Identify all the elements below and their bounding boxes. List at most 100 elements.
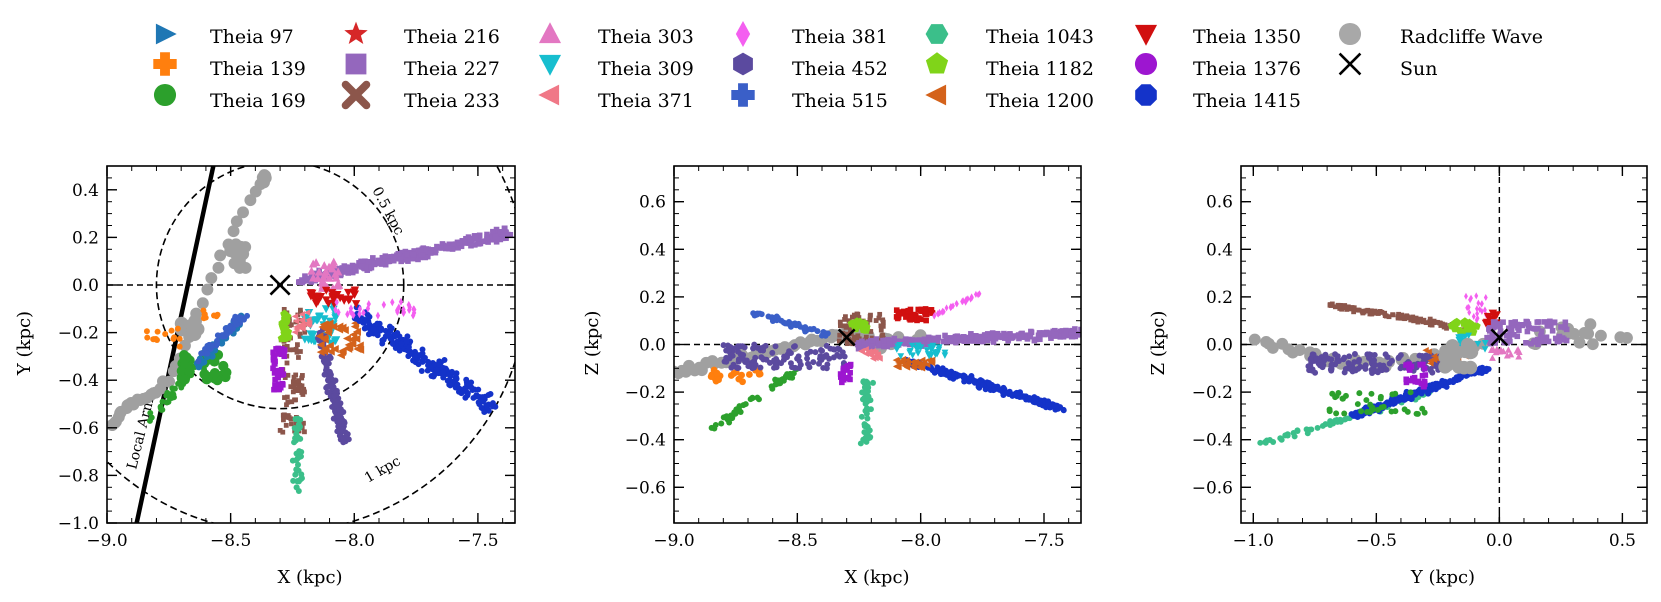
data-point bbox=[502, 229, 508, 235]
data-point bbox=[349, 266, 356, 273]
data-point bbox=[1038, 330, 1044, 336]
data-point bbox=[288, 384, 294, 390]
data-point bbox=[174, 325, 181, 332]
data-point bbox=[802, 324, 809, 331]
data-point bbox=[295, 342, 300, 348]
data-point bbox=[366, 313, 373, 320]
data-point bbox=[1427, 319, 1433, 325]
data-point bbox=[1582, 327, 1595, 340]
data-point bbox=[410, 255, 416, 262]
data-point bbox=[298, 311, 305, 318]
data-point bbox=[1328, 356, 1335, 363]
data-point bbox=[857, 342, 864, 349]
data-point bbox=[773, 313, 780, 320]
data-point bbox=[923, 361, 931, 368]
data-point bbox=[1072, 333, 1079, 340]
data-point bbox=[935, 344, 943, 351]
data-point bbox=[1490, 319, 1497, 325]
series-theia-139-xy-b bbox=[200, 307, 221, 322]
data-point bbox=[1383, 366, 1390, 373]
series-theia-371-xz bbox=[857, 346, 883, 362]
data-point bbox=[735, 358, 742, 365]
data-point bbox=[304, 336, 313, 345]
panel2-ytick-label: −0.2 bbox=[625, 383, 666, 403]
data-point bbox=[864, 398, 871, 405]
data-point bbox=[295, 421, 302, 428]
data-point bbox=[773, 364, 780, 371]
data-point bbox=[419, 346, 426, 353]
data-point bbox=[470, 394, 477, 401]
data-point bbox=[1284, 432, 1291, 439]
data-point bbox=[1489, 354, 1496, 361]
data-point bbox=[168, 327, 175, 334]
legend-marker-theia-371 bbox=[538, 84, 560, 106]
data-point bbox=[1078, 331, 1081, 337]
data-point bbox=[455, 245, 461, 251]
data-point bbox=[1499, 347, 1507, 355]
data-point bbox=[285, 372, 291, 378]
data-point bbox=[281, 314, 290, 323]
panel1-xlabel: X (kpc) bbox=[277, 567, 342, 588]
data-point bbox=[1037, 336, 1043, 343]
data-point bbox=[870, 349, 877, 356]
data-point bbox=[278, 367, 285, 373]
data-point bbox=[285, 399, 291, 405]
data-point bbox=[1549, 327, 1556, 334]
panel3-xlabel: Y (kpc) bbox=[1410, 567, 1475, 588]
data-point bbox=[1364, 351, 1371, 358]
data-point bbox=[345, 310, 350, 319]
data-point bbox=[911, 311, 917, 318]
data-point bbox=[846, 318, 852, 324]
data-point bbox=[292, 386, 298, 392]
data-point bbox=[1334, 353, 1341, 360]
data-point bbox=[1327, 422, 1334, 428]
data-point bbox=[1373, 368, 1380, 375]
data-point bbox=[352, 334, 361, 343]
data-point bbox=[476, 232, 483, 239]
data-point bbox=[1407, 394, 1413, 401]
data-point bbox=[860, 319, 869, 328]
data-point bbox=[1306, 426, 1313, 433]
data-point bbox=[270, 349, 276, 356]
data-point bbox=[718, 420, 725, 427]
data-point bbox=[1445, 339, 1460, 353]
series-radcliffe-wave-xy bbox=[107, 178, 267, 432]
data-point bbox=[844, 341, 850, 347]
data-point bbox=[1503, 332, 1510, 339]
data-point bbox=[286, 415, 292, 420]
data-point bbox=[334, 298, 339, 307]
data-point bbox=[945, 369, 952, 376]
data-point bbox=[862, 346, 869, 353]
data-point bbox=[204, 350, 211, 357]
data-point bbox=[325, 273, 334, 282]
data-point bbox=[308, 279, 315, 285]
data-point bbox=[739, 378, 746, 386]
data-point bbox=[899, 357, 906, 365]
data-point bbox=[1027, 333, 1033, 340]
data-point bbox=[333, 279, 343, 288]
data-point bbox=[352, 266, 359, 273]
data-point bbox=[331, 314, 340, 323]
panel2-ytick-label: 0.4 bbox=[639, 240, 666, 260]
data-point bbox=[1466, 303, 1471, 311]
data-point bbox=[324, 377, 331, 384]
data-point bbox=[923, 347, 931, 354]
data-point bbox=[439, 245, 445, 251]
data-point bbox=[433, 366, 440, 373]
data-point bbox=[358, 260, 364, 266]
data-point bbox=[410, 251, 417, 258]
data-point bbox=[1483, 293, 1488, 301]
data-point bbox=[916, 315, 922, 321]
data-point bbox=[379, 254, 386, 261]
data-point bbox=[1395, 315, 1401, 321]
data-point bbox=[229, 238, 242, 251]
legend-label-theia-1200: Theia 1200 bbox=[986, 90, 1094, 112]
data-point bbox=[321, 286, 331, 295]
data-point bbox=[1028, 328, 1034, 335]
data-point bbox=[768, 383, 775, 390]
legend-marker-theia-169 bbox=[153, 83, 177, 107]
data-point bbox=[989, 330, 996, 336]
data-point bbox=[292, 317, 300, 325]
data-point bbox=[1406, 377, 1413, 384]
data-point bbox=[1270, 439, 1277, 445]
